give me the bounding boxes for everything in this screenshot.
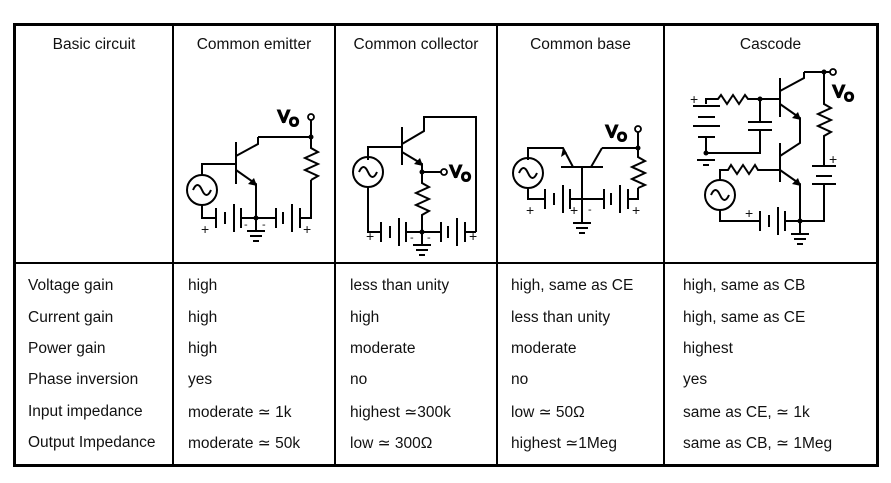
cb-circuit: VO + + + - [512,121,648,234]
table-cell: no [511,371,529,388]
svg-text:+: + [526,202,534,218]
row-divider [13,262,879,264]
output-terminal [634,125,642,133]
svg-text:-: - [427,232,431,244]
svg-text:+: + [690,91,698,107]
cc-circuit: VO + + - - [352,116,477,256]
comparison-table [13,23,879,467]
table-cell: same as CB, ≃ 1Meg [683,435,833,452]
table-cell: high, same as CB [683,277,806,294]
resistor-icon [413,172,432,230]
svg-text:VO: VO [606,122,627,144]
svg-text:+: + [303,221,311,237]
table-cell: high [188,309,218,326]
table-cell: less than unity [350,277,450,294]
svg-text:VO: VO [833,82,854,104]
header-common-emitter: Common emitter [196,36,312,53]
table-cell: high [350,309,380,326]
row-label: Output Impedance [28,434,156,451]
svg-text:VO: VO [450,162,471,184]
svg-text:+: + [745,205,753,221]
table-cell: moderate ≃ 50k [188,435,301,452]
row-label: Power gain [28,340,106,357]
resistor-icon [629,148,648,189]
svg-text:+: + [570,202,578,218]
table-cell: high [188,340,218,357]
table-cell: high, same as CE [683,309,806,326]
column-divider [496,23,498,467]
output-terminal [829,68,837,76]
table-cell: moderate [350,340,416,357]
svg-text:-: - [410,232,414,244]
row-label: Input impedance [28,403,143,420]
ce-circuit: VO + + - - [186,106,321,242]
table-cell: highest ≃1Meg [511,435,618,452]
table-cell: low ≃ 300Ω [350,435,433,452]
table-cell: no [350,371,368,388]
table-cell: highest ≃300k [350,404,451,421]
table-cell: moderate [511,340,577,357]
svg-text:+: + [366,228,374,244]
column-divider [663,23,665,467]
table-cell: same as CE, ≃ 1k [683,404,810,421]
output-terminal [307,113,315,121]
column-divider [334,23,336,467]
header-common-base: Common base [530,36,631,53]
table-cell: yes [683,371,708,388]
svg-text:+: + [201,221,209,237]
output-terminal [440,168,448,176]
header-basic-circuit: Basic circuit [52,36,136,53]
output-label: VO [278,107,299,129]
table-cell: moderate ≃ 1k [188,404,292,421]
svg-text:-: - [588,204,592,216]
table-cell: highest [683,340,733,357]
row-label: Voltage gain [28,277,114,294]
svg-text:+: + [469,228,477,244]
resistor-icon [302,137,321,181]
svg-text:-: - [262,219,266,231]
resistor-icon [815,72,834,165]
header-cascode: Cascode [739,36,802,53]
cascode-circuit: VO + + [690,68,855,245]
svg-text:+: + [829,151,837,167]
resistor-icon [705,93,780,106]
svg-text:-: - [244,219,248,231]
emitter-arrow [248,178,257,186]
column-divider [172,23,174,467]
table-cell: high [188,277,218,294]
header-common-collector: Common collector [353,36,479,53]
table-cell: less than unity [511,309,611,326]
table-cell: high, same as CE [511,277,634,294]
table-cell: low ≃ 50Ω [511,404,585,421]
row-label: Phase inversion [28,371,139,388]
row-label: Current gain [28,309,114,326]
table-cell: yes [188,371,213,388]
svg-text:+: + [632,202,640,218]
